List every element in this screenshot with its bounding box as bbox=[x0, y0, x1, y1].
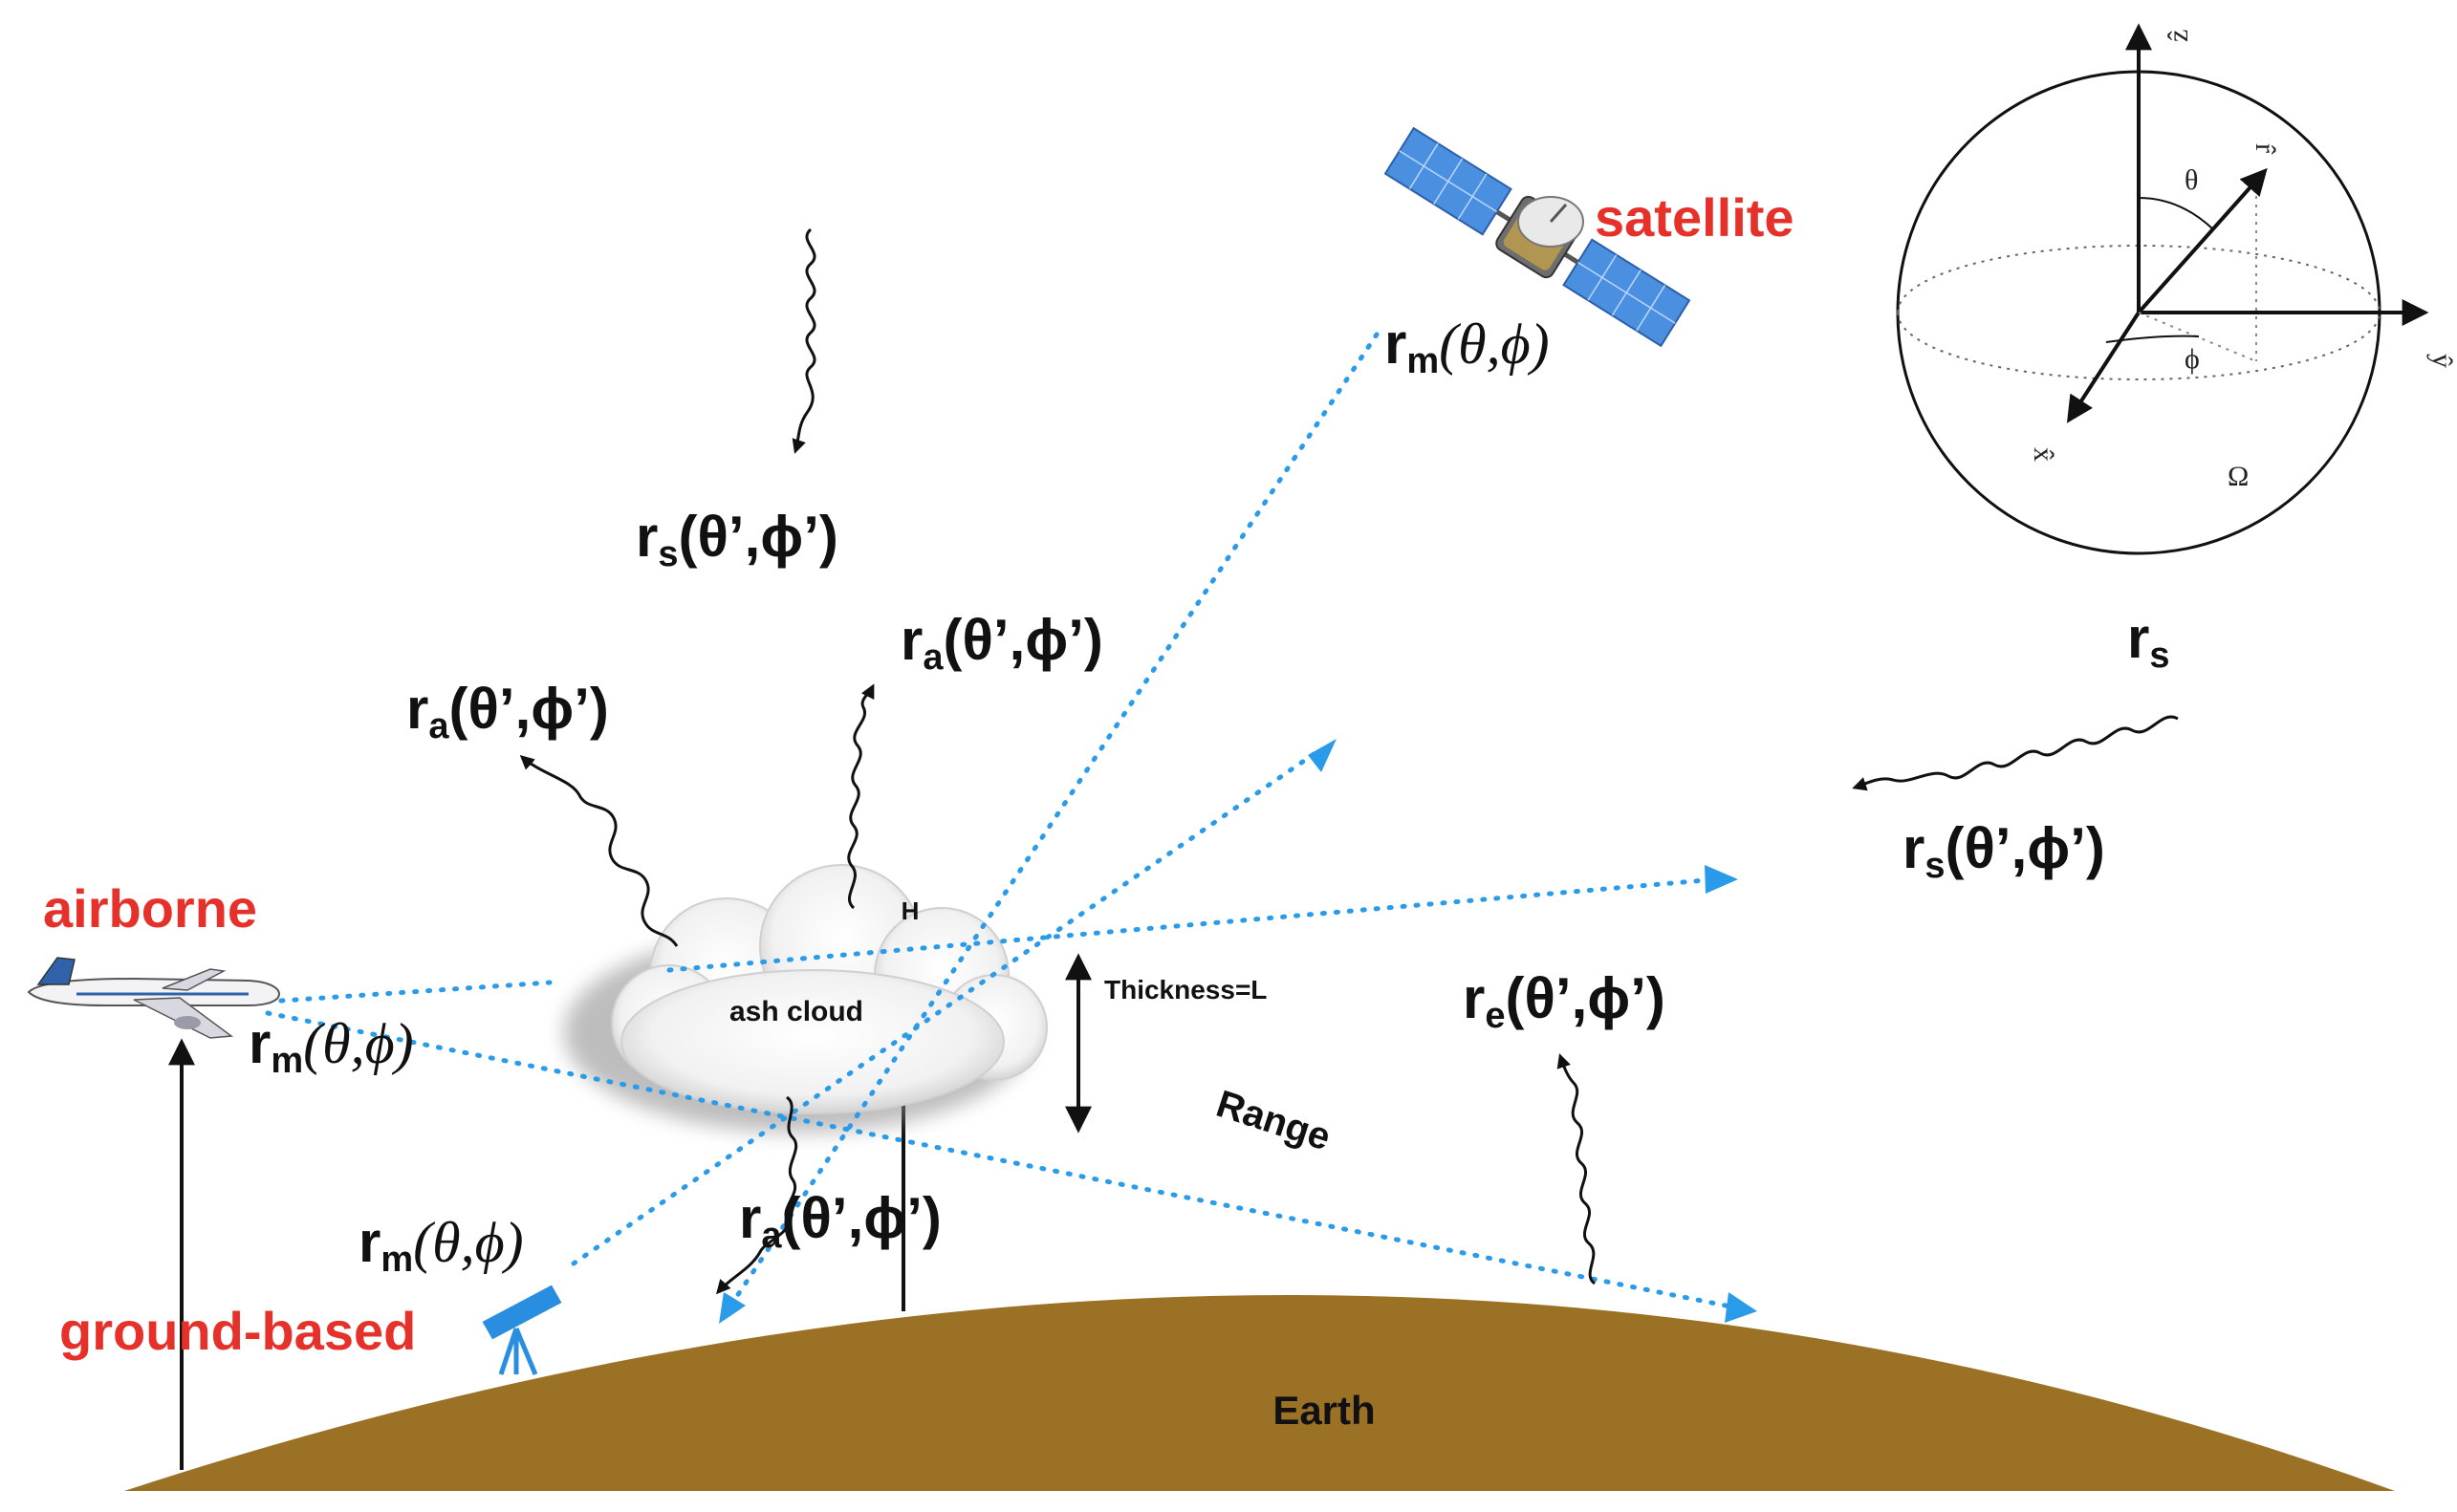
wave-aerosol-left bbox=[519, 754, 679, 947]
symbol-subscript: s bbox=[2149, 636, 2169, 676]
r-projection-horizontal bbox=[2138, 312, 2257, 362]
symbol-arguments: (θ’,ϕ’) bbox=[679, 505, 838, 569]
phi-label: ϕ bbox=[2185, 343, 2200, 375]
ash-cloud-icon: ash cloud bbox=[564, 864, 1048, 1133]
symbol-re: re(θ’,ϕ’) bbox=[1463, 966, 1665, 1036]
z-axis-label: ẑ bbox=[2163, 30, 2194, 42]
ray-arrowhead bbox=[719, 1292, 746, 1324]
x-axis bbox=[2066, 311, 2141, 423]
symbol-main: r bbox=[1463, 966, 1485, 1030]
wave-aerosol-mid bbox=[847, 683, 875, 910]
sphere-equator-back bbox=[1897, 245, 2381, 313]
symbol-text: rm(θ,ϕ) bbox=[1384, 312, 1550, 381]
airplane-icon bbox=[27, 957, 281, 1039]
y-axis-label: ŷ bbox=[2426, 354, 2457, 368]
symbol-main: r bbox=[359, 1210, 381, 1274]
symbol-main: r bbox=[636, 505, 658, 569]
line-of-sight-rays bbox=[265, 332, 1738, 1310]
ray-arrowhead bbox=[1705, 865, 1738, 894]
phi-arc bbox=[2105, 335, 2200, 343]
sphere-equator-front bbox=[1897, 312, 2381, 380]
symbol-subscript: a bbox=[428, 706, 449, 746]
symbol-ra-low: ra(θ’,ϕ’) bbox=[739, 1186, 942, 1256]
symbol-text: re(θ’,ϕ’) bbox=[1463, 966, 1665, 1036]
symbol-main: r bbox=[739, 1186, 761, 1250]
symbol-arguments: (θ,ϕ) bbox=[1439, 313, 1550, 376]
symbol-rm-ground: rm(θ,ϕ) bbox=[359, 1210, 524, 1280]
symbol-subscript: e bbox=[1485, 996, 1505, 1036]
ray-arrowheads bbox=[719, 739, 1757, 1324]
symbol-rm-airborne: rm(θ,ϕ) bbox=[249, 1011, 414, 1081]
wave-aerosol-low bbox=[716, 1095, 798, 1295]
theta-arc bbox=[2138, 197, 2214, 230]
ray-ground-up bbox=[571, 747, 1322, 1266]
symbol-text: rs(θ’,ϕ’) bbox=[1903, 816, 2105, 886]
ray-satellite-to-ground bbox=[728, 332, 1380, 1307]
symbol-ra-mid: ra(θ’,ϕ’) bbox=[901, 608, 1103, 678]
symbol-text: rs bbox=[2127, 606, 2170, 676]
symbol-text: rm(θ,ϕ) bbox=[359, 1210, 524, 1280]
symbol-text: rs(θ’,ϕ’) bbox=[636, 505, 838, 574]
symbol-rs-plain: rs bbox=[2127, 606, 2170, 676]
x-axis-label: x̂ bbox=[2028, 447, 2059, 462]
ground-based-label: ground-based bbox=[59, 1301, 416, 1361]
r-vector bbox=[2137, 167, 2268, 314]
symbol-text: ra(θ’,ϕ’) bbox=[406, 677, 609, 746]
symbol-subscript: s bbox=[658, 534, 678, 574]
theta-label: θ bbox=[2185, 164, 2198, 196]
symbol-subscript: a bbox=[923, 637, 944, 678]
symbol-text: ra(θ’,ϕ’) bbox=[901, 608, 1103, 678]
r-vector-label: r̂ bbox=[2250, 143, 2281, 155]
height-label: H bbox=[902, 896, 920, 925]
radiation-waves bbox=[519, 227, 2179, 1295]
symbol-rs-right: rs(θ’,ϕ’) bbox=[1903, 816, 2105, 886]
symbol-subscript: m bbox=[271, 1041, 303, 1081]
wave-earth-emission bbox=[1556, 1053, 1597, 1285]
ray-airborne-range bbox=[265, 1010, 1738, 1310]
symbol-rm-satellite: rm(θ,ϕ) bbox=[1384, 312, 1550, 381]
ash-cloud-label: ash cloud bbox=[729, 996, 863, 1027]
range-label: Range bbox=[1211, 1083, 1336, 1159]
satellite-icon bbox=[1383, 126, 1691, 348]
symbol-arguments: (θ’,ϕ’) bbox=[449, 677, 609, 741]
symbol-arguments: (θ,ϕ) bbox=[303, 1012, 414, 1075]
symbol-subscript: m bbox=[1406, 341, 1439, 381]
symbol-main: r bbox=[1384, 312, 1406, 376]
telescope-icon bbox=[482, 1285, 562, 1375]
symbol-text: rm(θ,ϕ) bbox=[249, 1011, 414, 1081]
symbol-ra-left: ra(θ’,ϕ’) bbox=[406, 677, 609, 746]
symbol-main: r bbox=[249, 1011, 271, 1075]
satellite-label: satellite bbox=[1595, 187, 1794, 248]
symbol-subscript: s bbox=[1924, 846, 1945, 886]
symbol-main: r bbox=[901, 608, 923, 672]
ray-cloud-forward bbox=[666, 876, 1719, 973]
thickness-label: Thickness=L bbox=[1104, 975, 1267, 1004]
symbol-main: r bbox=[2127, 606, 2149, 670]
spherical-coordinate-inset: ẑ ŷ x̂ r̂ θ ϕ Ω bbox=[1896, 23, 2457, 555]
symbol-rs-top: rs(θ’,ϕ’) bbox=[636, 505, 838, 574]
wave-solar-right bbox=[1852, 715, 2179, 791]
symbol-main: r bbox=[406, 677, 428, 741]
earth-surface bbox=[124, 1295, 2395, 1491]
symbol-subscript: m bbox=[381, 1240, 413, 1280]
ray-arrowhead bbox=[1308, 739, 1337, 772]
symbol-main: r bbox=[1903, 816, 1924, 880]
ray-airborne-to-cloud bbox=[265, 980, 553, 1004]
symbol-arguments: (θ’,ϕ’) bbox=[944, 608, 1103, 672]
symbol-text: ra(θ’,ϕ’) bbox=[739, 1186, 942, 1256]
omega-label: Ω bbox=[2228, 461, 2249, 492]
symbol-arguments: (θ’,ϕ’) bbox=[1946, 816, 2105, 880]
symbol-arguments: (θ’,ϕ’) bbox=[1506, 966, 1665, 1030]
ray-arrowhead bbox=[1725, 1292, 1757, 1323]
symbol-subscript: a bbox=[761, 1216, 782, 1256]
wave-solar-top bbox=[792, 227, 816, 454]
earth-label: Earth bbox=[1272, 1388, 1375, 1433]
symbol-arguments: (θ’,ϕ’) bbox=[782, 1186, 942, 1250]
symbol-arguments: (θ,ϕ) bbox=[413, 1211, 524, 1274]
airborne-label: airborne bbox=[43, 878, 257, 939]
